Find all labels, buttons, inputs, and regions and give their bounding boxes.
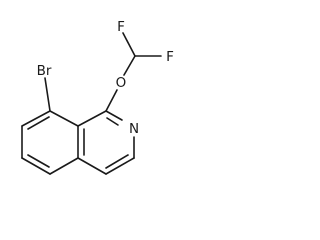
atom-f1-label: F <box>117 19 125 35</box>
atom-o-label: O <box>116 75 127 91</box>
atom-n-label: N <box>129 121 139 137</box>
atom-f2: F <box>166 49 174 65</box>
bond-c6-c5 <box>21 157 51 175</box>
bond-c3-c4-inner <box>105 154 129 169</box>
atom-br: Br <box>37 63 52 79</box>
bond-c6-c5-inner <box>27 154 50 168</box>
bond-c8a-c8 <box>49 110 79 127</box>
bond-c1-n-inner <box>106 117 119 126</box>
bond-c1-n <box>105 110 123 121</box>
bond-c1-o <box>105 89 118 112</box>
bond-c8-c7 <box>21 110 51 127</box>
atom-n: N <box>129 121 139 137</box>
bond-c4-c4a <box>77 157 107 175</box>
bond-c3-c4 <box>105 157 135 175</box>
bond-c8-c7-inner <box>27 116 50 130</box>
bond-c8-br <box>44 77 51 112</box>
atom-br-label: Br <box>37 63 52 79</box>
bond-c5-c4a <box>49 157 79 175</box>
bond-o-cf2 <box>123 55 136 76</box>
atom-f2-label: F <box>166 49 174 65</box>
chemical-structure-diagram: Br O F F N <box>21 19 174 175</box>
atom-o: O <box>116 75 127 91</box>
atom-f1: F <box>117 19 125 35</box>
bond-c8a-c1 <box>77 110 107 127</box>
bond-cf2-f1 <box>122 32 136 57</box>
